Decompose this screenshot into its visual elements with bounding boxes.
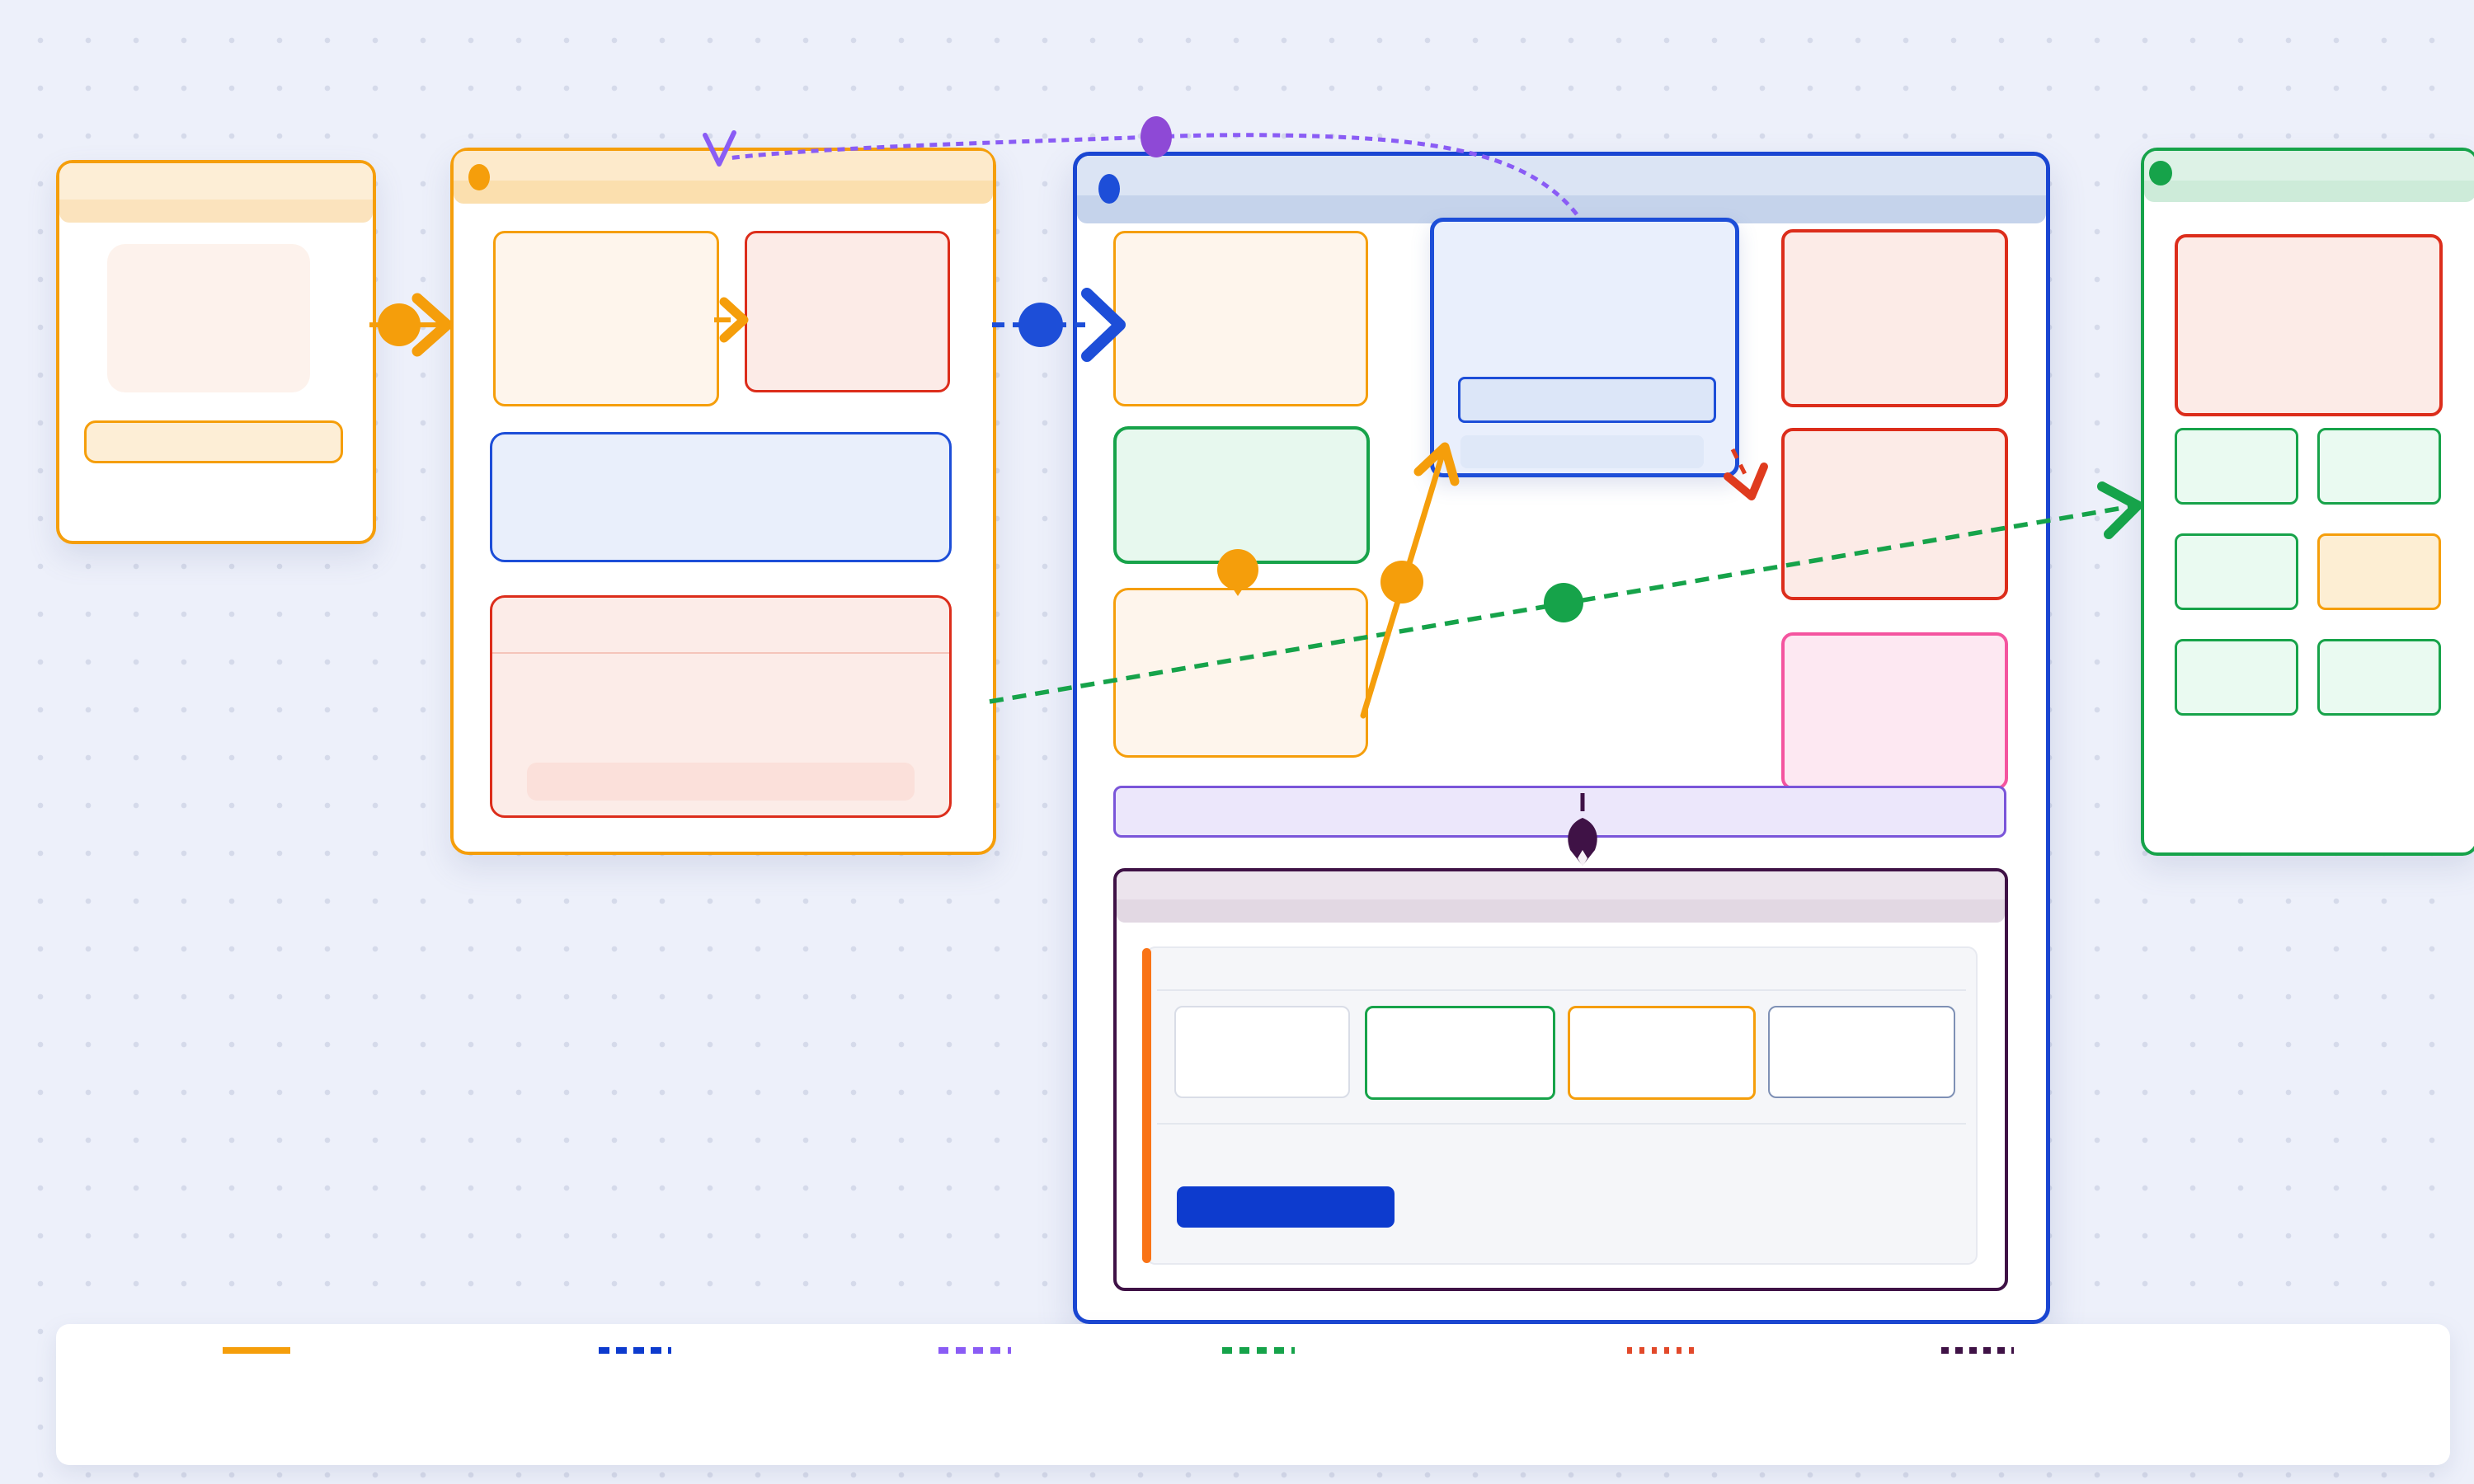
green-panel-tile <box>2175 428 2298 505</box>
green-panel-header-dot-icon <box>2149 161 2172 186</box>
small-card-header <box>59 163 373 223</box>
table-header <box>1117 871 2005 923</box>
table-primary-button[interactable] <box>1177 1186 1395 1228</box>
orange-panel-box-orange <box>493 231 719 406</box>
orange-panel-header-bottom <box>454 181 993 204</box>
table-body-panel <box>1142 946 1978 1265</box>
arrowhead <box>2097 481 2142 539</box>
blue-panel-box-orange-top <box>1113 231 1368 406</box>
small-card-header-bottom <box>59 200 373 223</box>
green-panel-tile <box>2175 533 2298 610</box>
green-panel-tile <box>2175 639 2298 716</box>
blue-panel-box-red-top <box>1781 229 2008 407</box>
waypoint-dot <box>1018 303 1063 347</box>
green-panel-tile <box>2317 428 2441 505</box>
blue-panel-box-orange-bottom <box>1113 588 1368 758</box>
legend-sample-dotted-red <box>1627 1347 1700 1354</box>
orange-panel-box-red-large <box>490 595 952 818</box>
legend-sample-dashed-purple <box>938 1347 1011 1354</box>
arrowhead <box>412 293 453 357</box>
node-small-card <box>56 160 376 544</box>
table-cell-green <box>1365 1006 1555 1100</box>
table-cell-slate <box>1768 1006 1955 1098</box>
green-panel-tile-orange <box>2317 533 2441 610</box>
green-panel-header <box>2144 151 2474 202</box>
red-box-divider <box>492 652 949 654</box>
blue-panel-header-dot-icon <box>1098 174 1120 204</box>
orange-panel-header <box>454 151 993 204</box>
blue-panel-header-top <box>1077 156 2046 195</box>
node-orange-panel <box>450 148 996 855</box>
orange-panel-box-red <box>745 231 950 392</box>
table-accent-bar <box>1142 948 1151 1263</box>
legend-sample-solid-orange <box>223 1347 290 1354</box>
focus-box-row-placeholder <box>1460 435 1704 468</box>
small-card-pill <box>84 420 343 463</box>
green-panel-header-top <box>2144 151 2474 181</box>
blue-panel-box-green <box>1113 426 1370 564</box>
orange-panel-header-dot-icon <box>468 164 490 190</box>
small-card-media-placeholder <box>107 244 310 392</box>
small-card-header-top <box>59 163 373 200</box>
table-cell-orange <box>1568 1006 1756 1100</box>
legend-sample-dashed-blue <box>599 1347 671 1354</box>
green-panel-header-bottom <box>2144 181 2474 202</box>
table-divider <box>1157 1123 1966 1125</box>
orange-panel-box-blue <box>490 432 952 562</box>
node-blue-panel <box>1073 152 2050 1324</box>
legend-bar <box>56 1324 2450 1465</box>
blue-panel-table-section <box>1113 868 2008 1291</box>
waypoint-dot <box>378 303 421 346</box>
blue-panel-header <box>1077 156 2046 223</box>
node-green-panel <box>2141 148 2474 856</box>
blue-panel-purple-bar <box>1113 786 2006 838</box>
orange-panel-header-top <box>454 151 993 181</box>
connector-card-to-orange <box>369 293 453 357</box>
green-panel-box-red <box>2175 234 2443 416</box>
legend-sample-dotted-dark <box>1941 1347 2014 1354</box>
table-header-top <box>1117 871 2005 899</box>
red-box-inner-strip <box>527 763 915 801</box>
blue-panel-box-pink <box>1781 632 2008 790</box>
table-header-bottom <box>1117 899 2005 923</box>
focus-box-input[interactable] <box>1458 377 1716 423</box>
blue-panel-focus-box <box>1430 218 1739 477</box>
table-divider <box>1157 989 1966 991</box>
table-cell-gray <box>1174 1006 1350 1098</box>
legend-sample-dashed-green <box>1222 1347 1295 1354</box>
green-panel-tile <box>2317 639 2441 716</box>
blue-panel-box-red-mid <box>1781 428 2008 600</box>
